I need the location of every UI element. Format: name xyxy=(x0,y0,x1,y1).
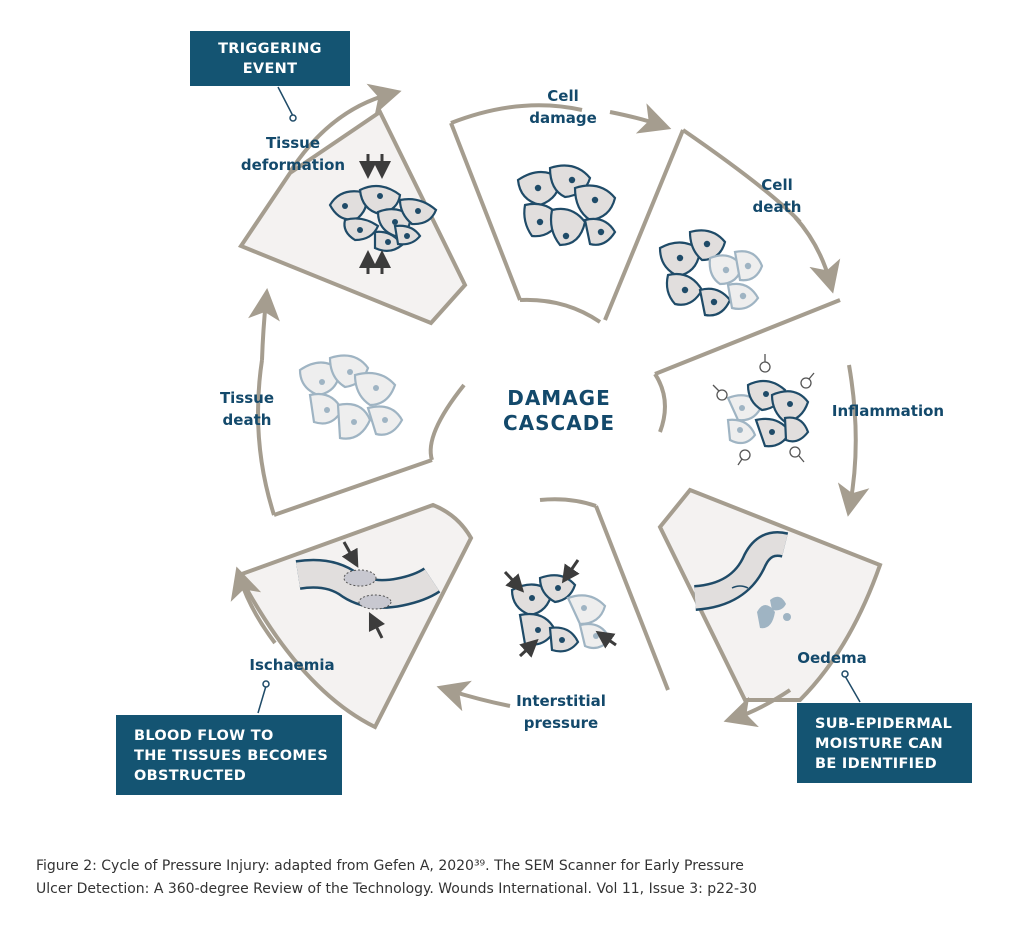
callout-sub-epidermal-line-3: BE IDENTIFIED xyxy=(815,756,937,772)
callout-blood-flow: BLOOD FLOW TO THE TISSUES BECOMES OBSTRU… xyxy=(116,715,342,795)
callout-blood-flow-line-1: BLOOD FLOW TO xyxy=(134,728,274,744)
callout-leaders xyxy=(257,86,861,714)
callout-triggering-line-1: TRIGGERING xyxy=(218,41,322,57)
cells-inflammation xyxy=(712,354,815,466)
callout-sub-epidermal: SUB-EPIDERMAL MOISTURE CAN BE IDENTIFIED xyxy=(797,703,972,783)
callout-blood-flow-line-2: THE TISSUES BECOMES xyxy=(134,748,329,764)
stage-label-inflammation-line-1: Inflammation xyxy=(832,402,944,420)
caption-line-1: Figure 2: Cycle of Pressure Injury: adap… xyxy=(36,858,744,874)
stage-label-cell-death-line-2: death xyxy=(753,198,802,216)
center-title-line-2: CASCADE xyxy=(503,411,615,435)
stage-label-tissue-deformation-line-1: Tissue xyxy=(266,134,320,152)
stage-label-tissue-deformation-line-2: deformation xyxy=(241,156,345,174)
stage-label-tissue-death-line-2: death xyxy=(223,411,272,429)
cells-cell-death xyxy=(658,229,764,317)
stage-label-cell-damage-line-2: damage xyxy=(529,109,597,127)
cells-cell-damage xyxy=(516,164,617,247)
figure-caption: Figure 2: Cycle of Pressure Injury: adap… xyxy=(36,855,936,901)
stage-label-ischaemia-line-1: Ischaemia xyxy=(249,656,334,674)
callout-blood-flow-line-3: OBSTRUCTED xyxy=(134,768,247,784)
compression-arrows-deformation xyxy=(359,154,391,274)
stage-labels: TissuedeformationCelldamageCelldeathInfl… xyxy=(220,87,944,732)
stage-label-tissue-death-line-1: Tissue xyxy=(220,389,274,407)
cells-tissue-death xyxy=(298,354,404,440)
stage-label-cell-damage-line-1: Cell xyxy=(547,87,578,105)
callout-triggering-line-2: EVENT xyxy=(242,61,298,77)
sector-oedema xyxy=(657,487,883,702)
cycle-arrows xyxy=(230,83,870,728)
oedema-vessel xyxy=(693,531,791,629)
sector-ischaemia xyxy=(236,502,474,730)
stage-label-cell-death-line-1: Cell xyxy=(761,176,792,194)
callout-sub-epidermal-line-1: SUB-EPIDERMAL xyxy=(815,716,953,732)
stage-label-oedema-line-1: Oedema xyxy=(797,649,867,667)
cells-tissue-deformation xyxy=(328,184,438,252)
cells-interstitial-pressure xyxy=(503,559,617,658)
center-title-line-1: DAMAGE xyxy=(507,386,611,410)
stage-label-interstitial-pressure-line-1: Interstitial xyxy=(516,692,606,710)
callout-triggering-event: TRIGGERING EVENT xyxy=(190,31,350,86)
stage-label-interstitial-pressure-line-2: pressure xyxy=(524,714,598,732)
ischaemia-vessel xyxy=(295,541,441,639)
caption-line-2: Ulcer Detection: A 360-degree Review of … xyxy=(36,881,757,897)
callout-sub-epidermal-line-2: MOISTURE CAN xyxy=(815,736,943,752)
